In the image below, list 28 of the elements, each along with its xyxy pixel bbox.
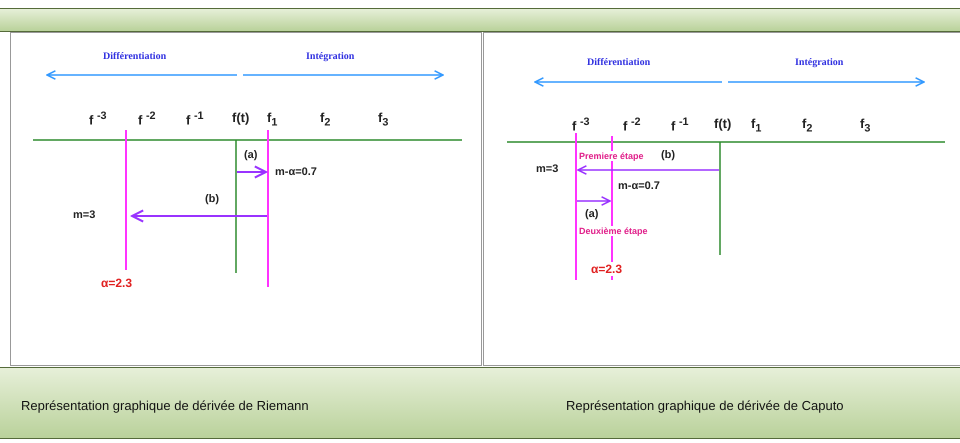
value-label: (b) [660, 149, 676, 161]
function-label: f$_{3}$ [377, 110, 390, 129]
function-label: f $^{-1}$ [185, 110, 205, 128]
value-label: m-α=0.7 [617, 180, 661, 192]
direction-label: Différentiation [102, 51, 168, 62]
value-label: α=2.3 [100, 276, 134, 290]
direction-label: Intégration [305, 51, 356, 62]
value-label: m=3 [535, 163, 560, 175]
value-label: (a) [243, 149, 258, 161]
function-label: f $^{-2}$ [137, 110, 157, 128]
function-label: f $^{-2}$ [622, 116, 642, 134]
function-label: f $^{-3}$ [571, 116, 591, 134]
function-label: f $^{-1}$ [670, 116, 690, 134]
step-label: Deuxième étape [578, 226, 649, 236]
function-label: f$_{3}$ [859, 116, 872, 135]
function-label: f(t) [713, 116, 732, 131]
value-label: α=2.3 [590, 262, 624, 276]
function-label: f $^{-3}$ [88, 110, 108, 128]
value-label: m=3 [72, 209, 96, 221]
function-label: f(t) [231, 110, 250, 125]
value-label: (b) [204, 193, 220, 205]
value-label: (a) [584, 208, 600, 220]
direction-label: Intégration [794, 57, 844, 68]
step-label: Premiere étape [578, 151, 645, 161]
caption: Représentation graphique de dérivée de Caputo [565, 398, 845, 413]
caption: Représentation graphique de dérivée de Riemann [20, 398, 310, 413]
value-label: m-α=0.7 [274, 166, 318, 178]
direction-label: Différentiation [586, 57, 652, 68]
